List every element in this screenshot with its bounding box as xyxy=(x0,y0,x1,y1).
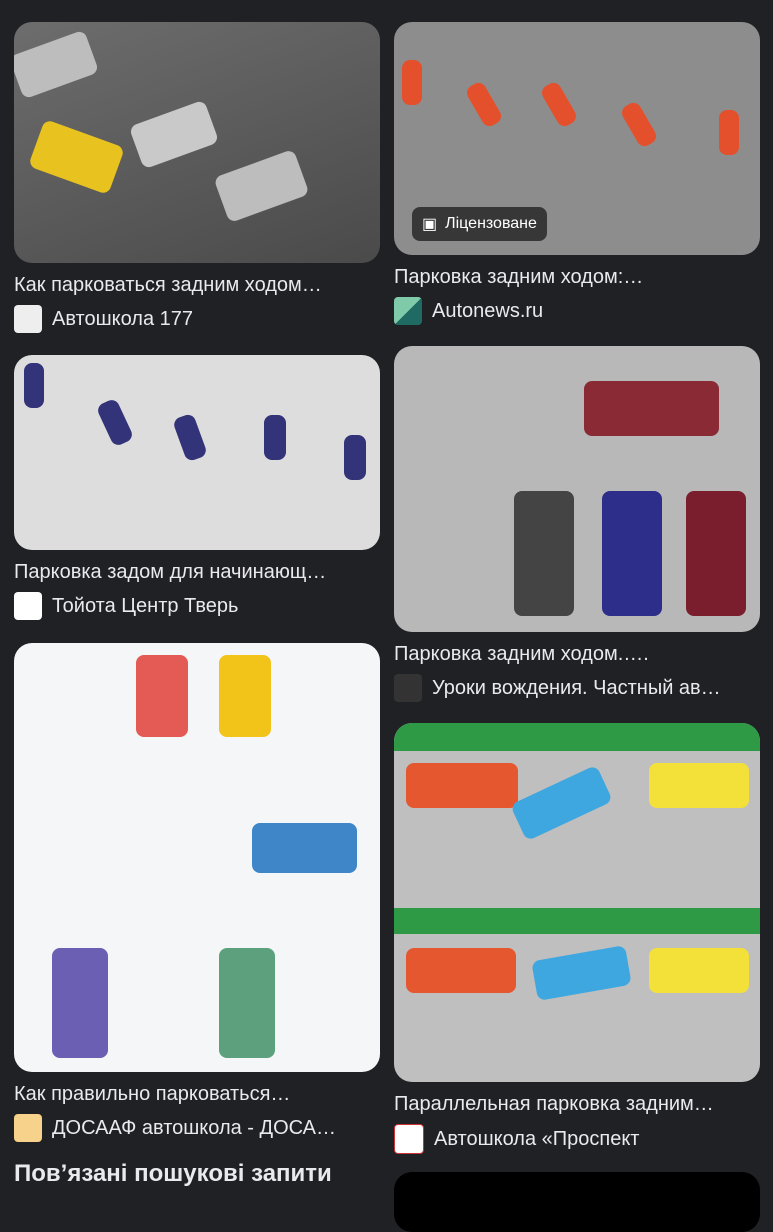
result-title[interactable]: Парковка задним ходом:… xyxy=(394,266,644,288)
car xyxy=(344,435,366,480)
related-searches-heading: Пов’язані пошукові запити xyxy=(14,1160,332,1187)
licensed-badge[interactable]: ▣ Ліцензоване xyxy=(412,207,547,241)
car xyxy=(539,80,579,129)
car xyxy=(28,118,125,196)
result-source[interactable]: ДОСААФ автошкола - ДОСА… xyxy=(14,1114,380,1142)
result-image[interactable] xyxy=(394,346,760,632)
car xyxy=(128,99,220,170)
source-name: Уроки вождения. Частный ав… xyxy=(432,677,721,699)
result-card[interactable]: Как парковаться задним ходом… Автошкола … xyxy=(14,22,380,333)
result-source[interactable]: Autonews.ru xyxy=(394,297,760,325)
car xyxy=(509,764,614,842)
car xyxy=(252,823,357,873)
car xyxy=(649,948,749,993)
source-name: ДОСААФ автошкола - ДОСА… xyxy=(52,1117,336,1139)
result-card[interactable]: Парковка задом для начинающ… Тойота Цент… xyxy=(14,355,380,620)
car xyxy=(52,948,108,1058)
car xyxy=(686,491,746,616)
dosaaf-favicon xyxy=(14,1114,42,1142)
result-source[interactable]: Уроки вождения. Частный ав… xyxy=(394,674,760,702)
result-title[interactable]: Парковка задним ходом.…. xyxy=(394,643,649,665)
car xyxy=(219,655,271,737)
car xyxy=(14,29,100,100)
site-favicon xyxy=(14,305,42,333)
car xyxy=(584,381,719,436)
result-card[interactable]: ▣ Ліцензоване Парковка задним ходом:… Aut… xyxy=(394,22,760,325)
image-icon: ▣ xyxy=(422,216,438,233)
result-card[interactable]: Как правильно парковаться… ДОСААФ автошк… xyxy=(14,643,380,1142)
car xyxy=(514,491,574,616)
car xyxy=(649,763,749,808)
result-title[interactable]: Как парковаться задним ходом… xyxy=(14,274,322,296)
curb-strip xyxy=(394,723,760,751)
car xyxy=(464,80,504,129)
result-source[interactable]: Тойота Центр Тверь xyxy=(14,592,380,620)
badge-label: Ліцензоване xyxy=(445,215,537,232)
car xyxy=(406,763,518,808)
result-source[interactable]: Автошкола «Проспект xyxy=(394,1124,760,1154)
car xyxy=(171,412,209,463)
source-name: Автошкола 177 xyxy=(52,308,194,330)
prospekt-favicon xyxy=(394,1124,424,1154)
result-image[interactable]: ▣ Ліцензоване xyxy=(394,22,760,255)
car xyxy=(264,415,286,460)
result-image[interactable] xyxy=(14,643,380,1072)
result-image[interactable] xyxy=(394,1172,760,1232)
source-name: Autonews.ru xyxy=(432,300,544,322)
car xyxy=(24,363,44,408)
curb-strip xyxy=(394,908,760,934)
result-image[interactable] xyxy=(14,355,380,550)
result-source[interactable]: Автошкола 177 xyxy=(14,305,380,333)
result-title[interactable]: Парковка задом для начинающ… xyxy=(14,561,327,583)
car xyxy=(95,397,135,448)
source-name: Автошкола «Проспект xyxy=(434,1128,640,1150)
result-title[interactable]: Параллельная парковка задним… xyxy=(394,1093,714,1115)
car xyxy=(531,945,632,1001)
car xyxy=(619,100,659,149)
car xyxy=(219,948,275,1058)
car xyxy=(213,148,310,224)
car xyxy=(402,60,422,105)
car xyxy=(406,948,516,993)
source-name: Тойота Центр Тверь xyxy=(52,595,239,617)
toyota-favicon xyxy=(14,592,42,620)
result-image[interactable] xyxy=(394,723,760,1082)
traffic-light-favicon xyxy=(394,674,422,702)
result-title[interactable]: Как правильно парковаться… xyxy=(14,1083,291,1105)
car xyxy=(719,110,739,155)
result-card[interactable]: Параллельная парковка задним… Автошкола … xyxy=(394,723,760,1154)
result-image[interactable] xyxy=(14,22,380,263)
car xyxy=(136,655,188,737)
autonews-favicon xyxy=(394,297,422,325)
result-card[interactable] xyxy=(394,1172,760,1232)
result-card[interactable]: Парковка задним ходом.…. Уроки вождения.… xyxy=(394,346,760,702)
car xyxy=(602,491,662,616)
